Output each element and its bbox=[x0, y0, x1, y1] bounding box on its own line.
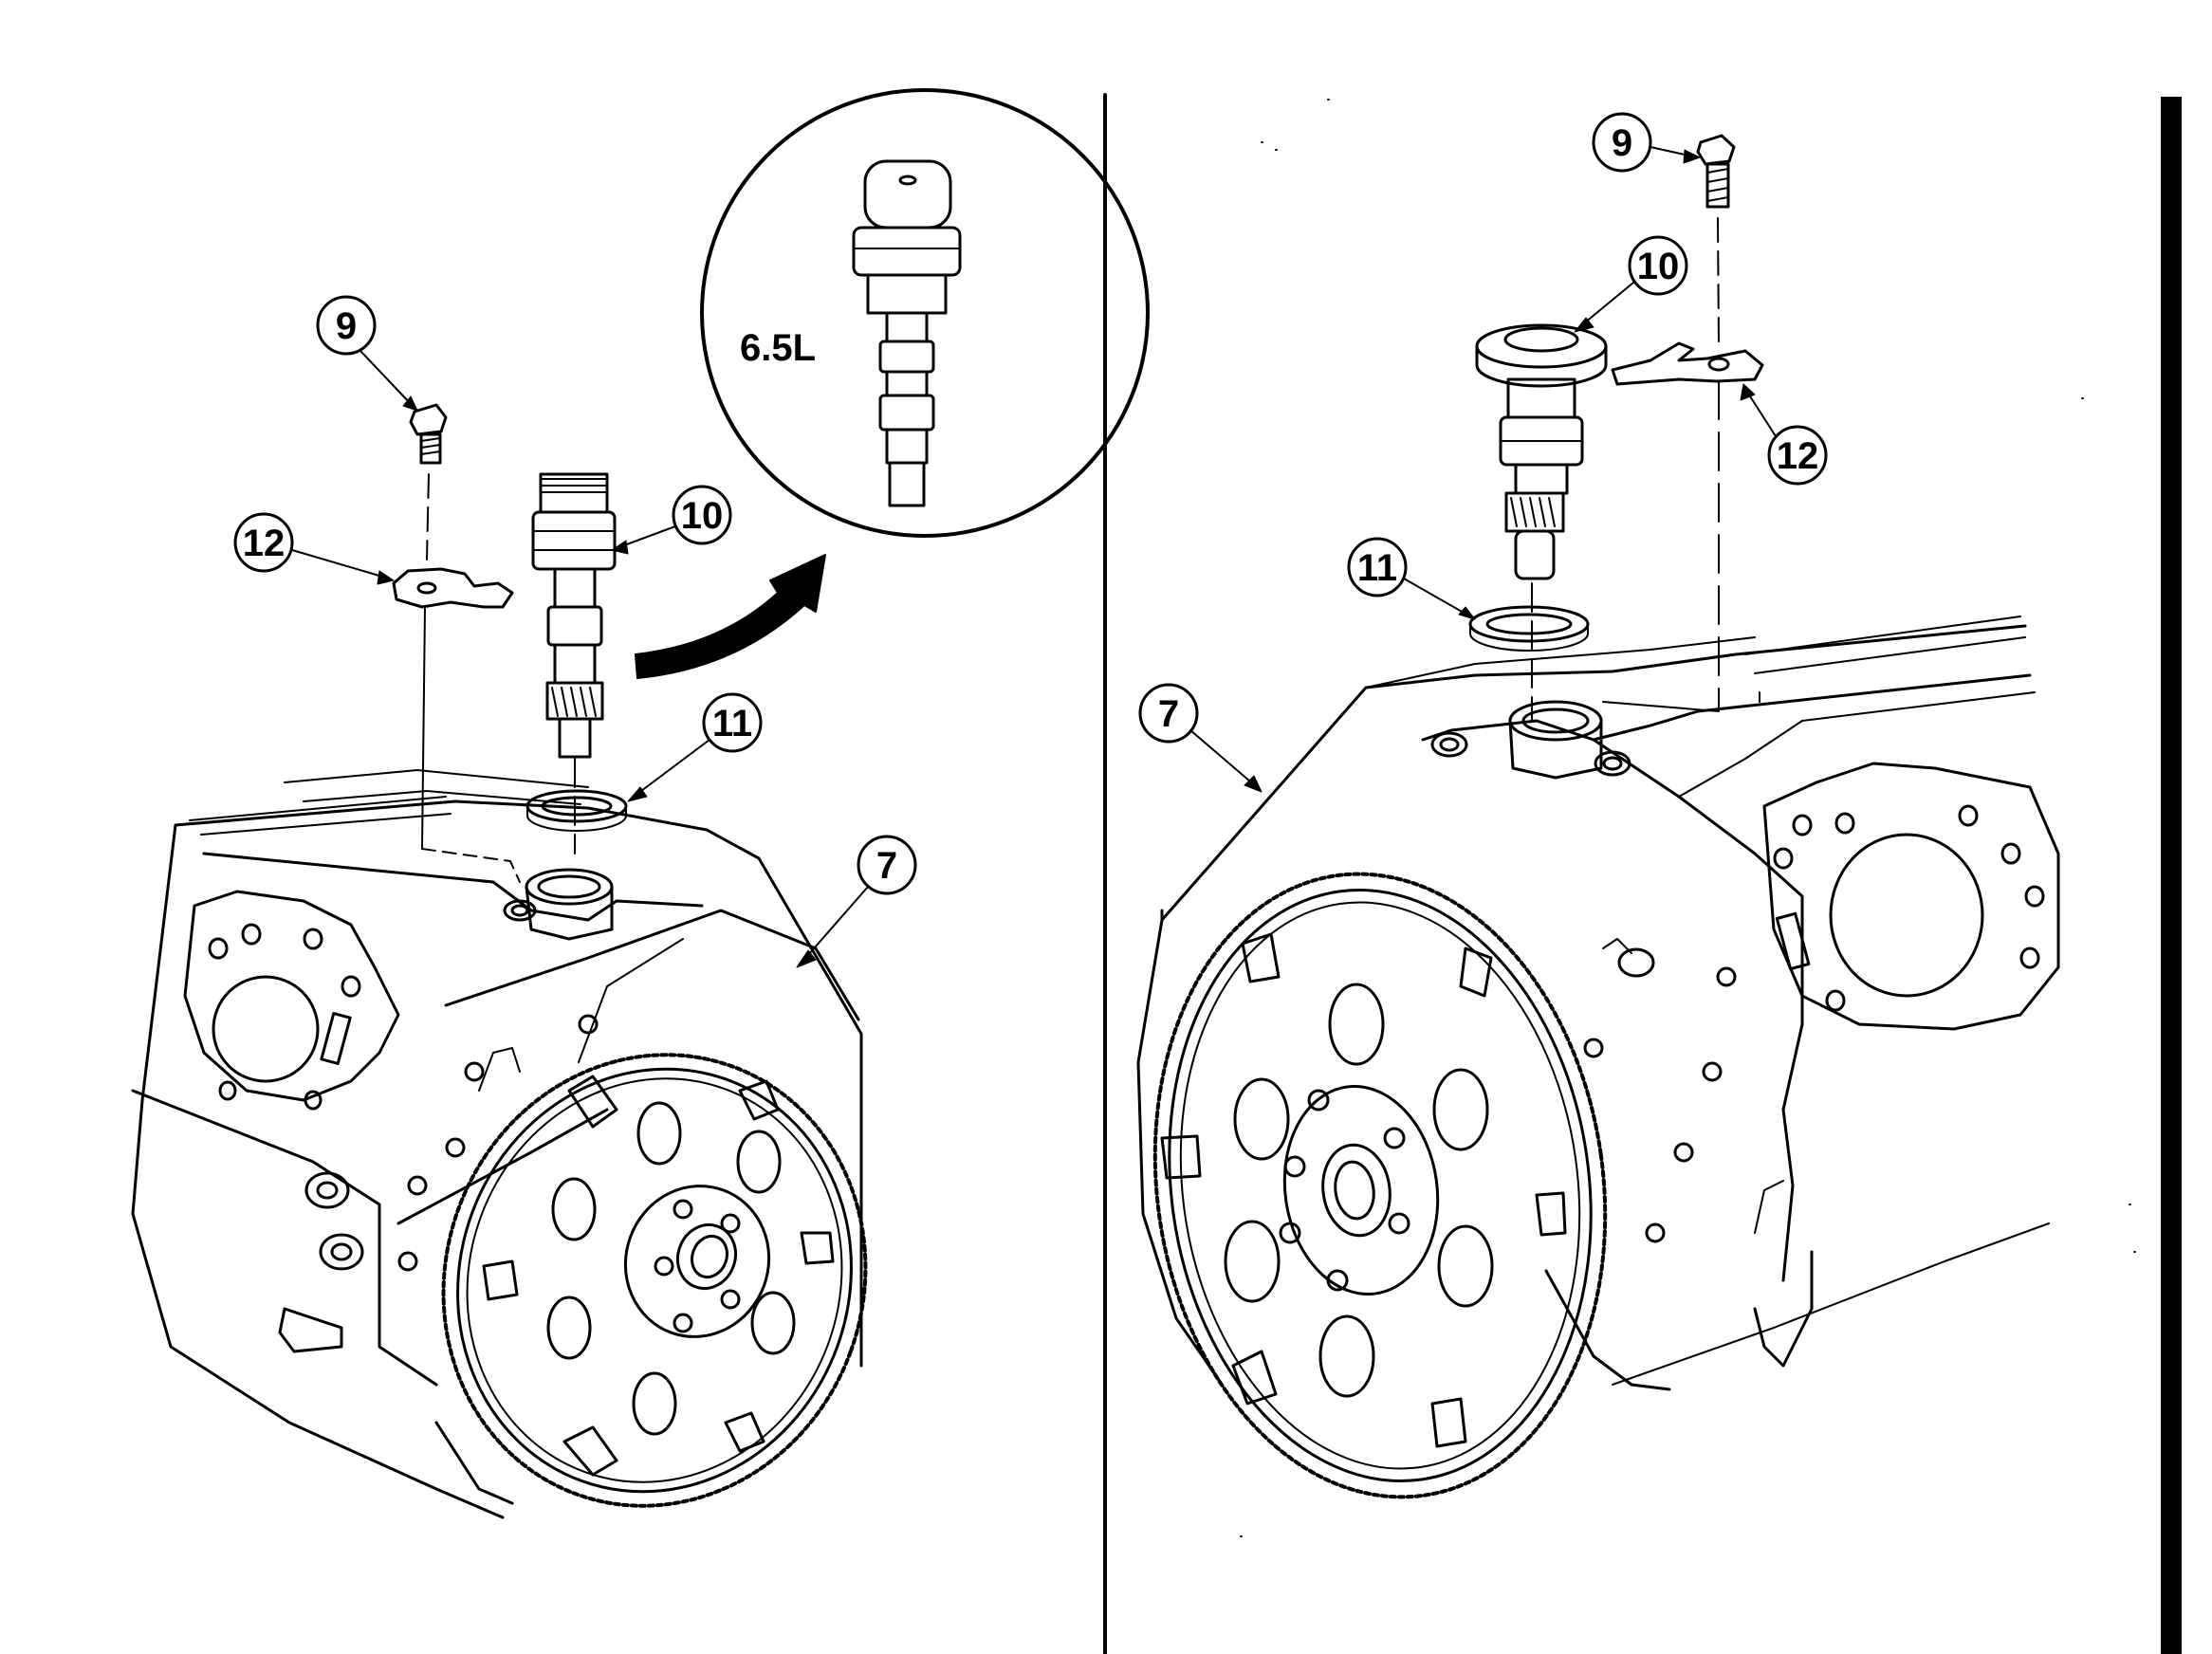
engine-block-right bbox=[1136, 616, 2060, 1391]
callout-11-label: 11 bbox=[1357, 547, 1397, 589]
callout-11-left: 11 bbox=[627, 692, 763, 802]
bolt-part-9-left bbox=[409, 403, 448, 561]
callout-11-label: 11 bbox=[712, 703, 752, 744]
callout-9-left: 9 bbox=[316, 295, 418, 412]
curved-arrow-left bbox=[635, 554, 826, 679]
callout-7-right: 7 bbox=[1138, 683, 1263, 793]
pump-drive-part-10-left bbox=[531, 472, 617, 855]
washer-part-11-right bbox=[1468, 605, 1590, 652]
inset-detail: 6.5L bbox=[700, 88, 1150, 538]
bolt-part-9-right bbox=[1696, 134, 1736, 347]
washer-part-11-left bbox=[525, 789, 628, 832]
page-edge-bar bbox=[2161, 97, 2182, 1654]
inset-engine-label: 6.5L bbox=[740, 327, 816, 369]
callout-10-right: 10 bbox=[1574, 235, 1688, 333]
callout-10-left: 10 bbox=[611, 485, 732, 555]
left-view: 6.5L 9 12 10 11 7 bbox=[131, 88, 1150, 1519]
flexplate-right bbox=[1152, 872, 1608, 1499]
scan-specks bbox=[1240, 99, 2136, 1537]
clamp-part-12-right bbox=[1602, 341, 1764, 712]
callout-12-label: 12 bbox=[1777, 435, 1819, 477]
callout-7-left: 7 bbox=[796, 835, 917, 968]
callout-12-label: 12 bbox=[243, 523, 286, 564]
callout-12-right: 12 bbox=[1740, 383, 1828, 486]
callout-9-label: 9 bbox=[336, 305, 357, 347]
callout-10-label: 10 bbox=[1637, 246, 1680, 287]
callout-7-label: 7 bbox=[1158, 693, 1179, 735]
callout-10-label: 10 bbox=[681, 495, 724, 537]
callout-11-right: 11 bbox=[1347, 537, 1476, 620]
pump-drive-part-10-right bbox=[1475, 323, 1608, 722]
callout-7-label: 7 bbox=[876, 845, 897, 887]
engine-block-left bbox=[131, 769, 863, 1519]
clamp-part-12-left bbox=[392, 567, 521, 883]
callout-12-left: 12 bbox=[233, 512, 395, 585]
callout-9-label: 9 bbox=[1612, 122, 1632, 164]
flexplate-left bbox=[441, 1053, 868, 1508]
callout-9-right: 9 bbox=[1592, 112, 1701, 173]
right-view: 9 10 12 11 7 bbox=[1136, 99, 2136, 1537]
